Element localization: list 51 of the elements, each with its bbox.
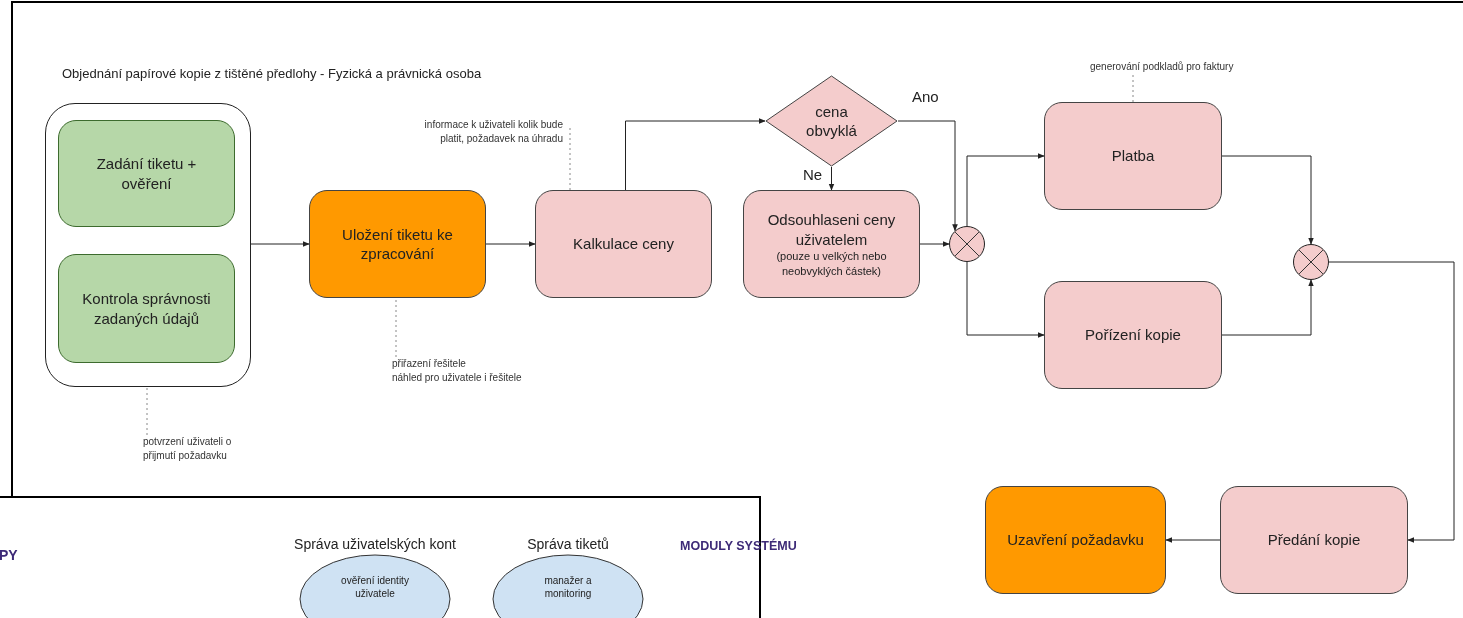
arrow [919, 241, 950, 247]
arrow [625, 118, 766, 191]
module-text: ověření identity uživatele [340, 574, 410, 600]
process-box [309, 190, 486, 298]
box-label: Uložení tiketu ke zpracování [341, 224, 454, 264]
process-box [535, 190, 712, 298]
group-box [45, 103, 251, 387]
arrow [966, 261, 1045, 338]
decision-diamond [765, 75, 898, 167]
process-box [743, 190, 920, 298]
box-label: Zadání tiketu + ověření [95, 154, 198, 193]
module-heading: Správa uživatelských kont [294, 536, 456, 552]
box-label: Uzavření požadavku [1007, 530, 1144, 550]
leader-line [569, 127, 571, 191]
module-heading: Správa tiketů [527, 536, 609, 552]
gateway-circle [1293, 244, 1329, 280]
arrow [897, 120, 958, 232]
arrow [250, 241, 310, 247]
box-note: (pouze u velkých nebo neobvyklých částek) [775, 249, 888, 278]
process-box [1044, 102, 1222, 210]
box-label: Kalkulace ceny [573, 234, 674, 254]
diagram-title: Objednání papírové kopie z tištěné předlohy - Fyzická a právnická osoba [62, 66, 482, 81]
box-label: Platba [1111, 146, 1155, 166]
note-text: náhled pro uživatele i řešitele [392, 371, 522, 385]
process-box [1220, 486, 1408, 594]
note-text: přiřazení řešitele [392, 357, 466, 371]
box-label: Kontrola správnosti zadaných údajů [81, 289, 212, 328]
box-label: Odsouhlaseni ceny uživatelem [766, 210, 897, 250]
leader-line [1132, 74, 1134, 103]
arrow [1221, 279, 1314, 336]
leader-line [395, 297, 397, 358]
section-heading: PY [0, 547, 18, 563]
diamond-label: cena obvyklá [805, 101, 858, 141]
arrow [828, 166, 835, 191]
module-text: manažer a monitoring [543, 574, 593, 600]
process-box [985, 486, 1166, 594]
box-label: Předání kopie [1267, 530, 1361, 550]
note-text: generování podkladů pro faktury [1090, 60, 1234, 74]
arrow [485, 241, 536, 247]
arrow [1328, 261, 1455, 543]
arrow [1165, 537, 1221, 543]
arrow [1221, 155, 1314, 245]
arrow [966, 153, 1045, 227]
leader-line [146, 386, 148, 436]
process-box [58, 120, 235, 227]
box-label: Pořízení kopie [1085, 325, 1181, 345]
process-box [1044, 281, 1222, 389]
process-box [58, 254, 235, 363]
gateway-circle [949, 226, 985, 262]
note-text: informace k uživateli kolik bude platit, požadavek na úhradu [423, 118, 563, 146]
note-text: potvrzení uživateli o přijmutí požadavku [143, 435, 233, 463]
